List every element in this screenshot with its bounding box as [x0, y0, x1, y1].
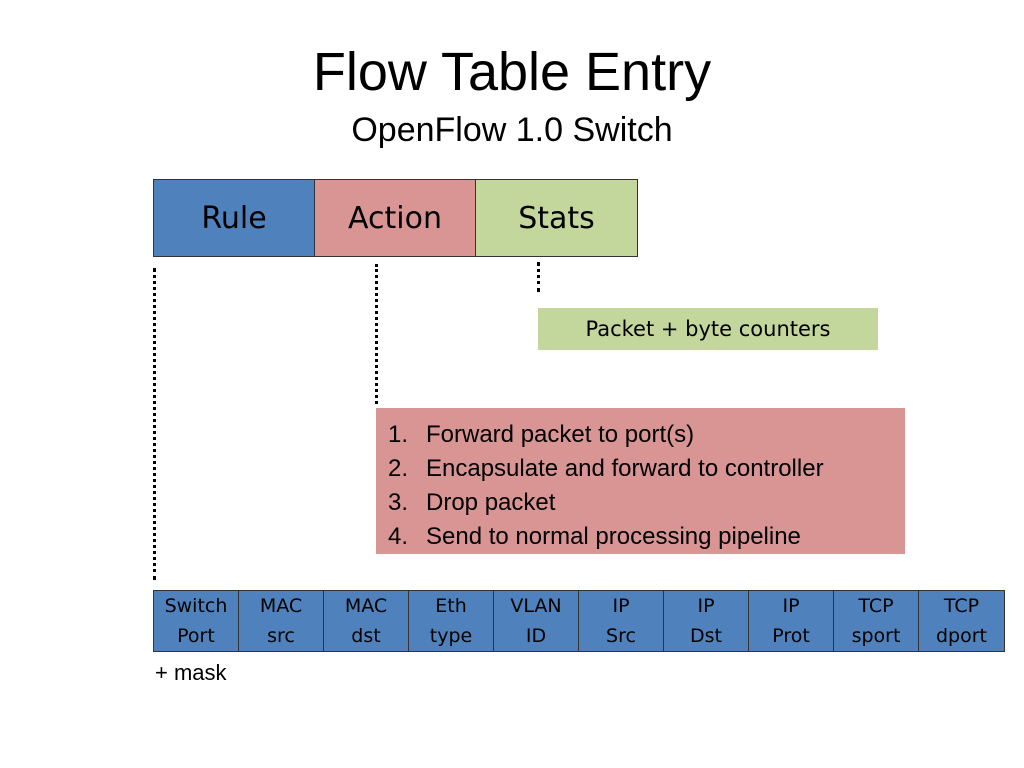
field-label-line2: sport [851, 625, 901, 647]
field-switch-port: Switch Port [154, 591, 239, 651]
field-tcp-sport: TCP sport [834, 591, 919, 651]
action-item-text: Send to normal processing pipeline [426, 523, 801, 550]
slide-subtitle: OpenFlow 1.0 Switch [351, 111, 673, 149]
field-label-line2: Dst [690, 625, 722, 647]
field-label-line1: TCP [858, 595, 894, 617]
field-label-line2: dport [935, 625, 987, 647]
action-item: 2. Encapsulate and forward to controller [388, 452, 905, 486]
field-label-line1: Switch [164, 595, 228, 617]
action-item-number: 3. [388, 489, 409, 516]
field-label-line1: IP [697, 595, 715, 617]
field-label-line1: IP [612, 595, 630, 617]
field-label-line2: type [429, 625, 473, 647]
action-item: 4. Send to normal processing pipeline [388, 520, 905, 554]
field-ip-prot: IP Prot [749, 591, 834, 651]
mask-note: + mask [155, 660, 227, 685]
field-label-line1: TCP [943, 595, 980, 617]
action-item-number: 1. [388, 421, 409, 448]
action-list-box: 1. Forward packet to port(s) 2. Encapsul… [376, 408, 905, 554]
rule-connector-dots [153, 268, 156, 580]
field-ip-dst: IP Dst [664, 591, 749, 651]
action-item-number: 4. [388, 523, 409, 550]
field-label-line1: VLAN [510, 595, 562, 617]
stats-cell: Stats [476, 180, 637, 256]
field-label-line1: Eth [435, 595, 467, 617]
field-eth-type: Eth type [409, 591, 494, 651]
action-connector-dots [375, 264, 378, 404]
field-label-line2: src [267, 625, 295, 647]
field-ip-src: IP Src [579, 591, 664, 651]
field-mac-src: MAC src [239, 591, 324, 651]
field-label-line2: dst [351, 625, 381, 647]
action-item-text: Encapsulate and forward to controller [426, 455, 824, 482]
stats-connector-dots [537, 262, 540, 292]
field-vlan-id: VLAN ID [494, 591, 579, 651]
action-item: 1. Forward packet to port(s) [388, 418, 905, 452]
match-fields-row: Switch Port MAC src MAC dst Eth type VLA… [153, 590, 1005, 652]
field-label-line1: IP [782, 595, 800, 617]
field-tcp-dport: TCP dport [919, 591, 1004, 651]
field-label-line2: Port [177, 625, 215, 647]
field-label-line1: MAC [344, 595, 388, 617]
action-item-text: Drop packet [426, 489, 556, 516]
flow-table-entry: Rule Action Stats [153, 179, 638, 257]
field-label-line2: ID [525, 625, 547, 647]
rule-cell: Rule [154, 180, 315, 256]
field-label-line1: MAC [259, 595, 303, 617]
action-cell: Action [315, 180, 476, 256]
field-mac-dst: MAC dst [324, 591, 409, 651]
field-label-line2: Src [606, 625, 636, 647]
field-label-line2: Prot [772, 625, 810, 647]
action-item-number: 2. [388, 455, 409, 482]
action-item: 3. Drop packet [388, 486, 905, 520]
slide-title: Flow Table Entry [312, 42, 712, 102]
action-item-text: Forward packet to port(s) [426, 421, 695, 448]
stats-description-box: Packet + byte counters [538, 308, 878, 350]
